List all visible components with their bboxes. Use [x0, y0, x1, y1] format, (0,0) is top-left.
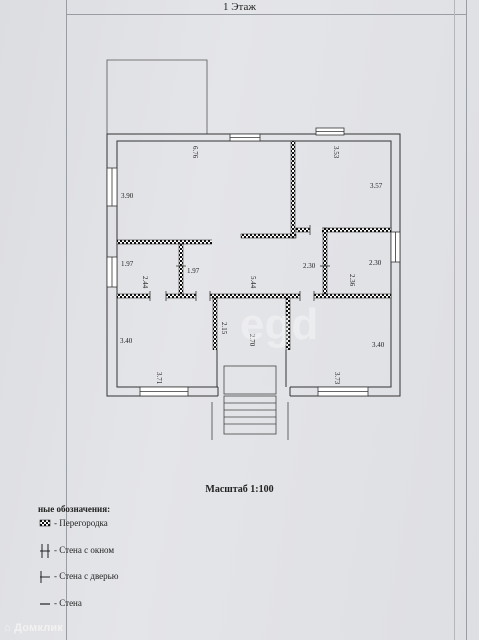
frame-right-border: [466, 0, 467, 640]
terrace-outline: [106, 59, 208, 134]
dim-label: 2.15: [220, 322, 228, 335]
legend-title: ные обозначения:: [38, 504, 111, 514]
dim-label: 3.57: [370, 182, 383, 190]
dim-label: 2.70: [248, 334, 256, 347]
dim-label: 3.90: [121, 192, 134, 200]
watermark-logo: egd: [240, 300, 319, 349]
domclick-logo-icon: ⌂: [4, 622, 15, 634]
floor-title: 1 Этаж: [223, 1, 256, 13]
partitions: [116, 140, 392, 351]
legend-wall-label: - Стена: [54, 598, 82, 608]
dim-label: 2.30: [369, 259, 382, 267]
legend-door-wall-label: - Стена с дверью: [54, 571, 119, 581]
dim-label: 3.73: [333, 372, 341, 385]
dim-label: 5.44: [249, 276, 257, 289]
frame-left-border: [66, 0, 67, 640]
dim-label: 1.97: [187, 267, 200, 275]
windows: [106, 127, 401, 397]
floor-plan: 6.76 3.53 3.90 3.57 1.97 2.44 1.97 5.44 …: [106, 59, 401, 440]
dim-label: 2.30: [303, 262, 316, 270]
dim-label: 1.97: [121, 260, 134, 268]
scale-label: Масштаб 1:100: [205, 484, 274, 495]
dim-label: 3.71: [155, 372, 163, 385]
legend-window-wall-label: - Стена с окном: [54, 545, 115, 555]
legend-partition-label: - Перегородка: [54, 518, 108, 528]
dim-label: 2.36: [348, 274, 356, 287]
doors: [150, 227, 322, 352]
dim-label: 2.44: [141, 276, 149, 289]
watermark-text: Домклик: [14, 622, 64, 634]
dim-label: 6.76: [191, 146, 199, 159]
dim-label: 3.40: [120, 337, 133, 345]
stairs: [211, 395, 289, 440]
domclick-watermark: ⌂ Домклик: [4, 622, 63, 634]
dim-label: 3.40: [372, 341, 385, 349]
dim-label: 3.53: [332, 146, 340, 159]
frame-inner-border: [454, 0, 455, 640]
frame-top-border: [66, 14, 466, 15]
porch: [223, 365, 277, 395]
